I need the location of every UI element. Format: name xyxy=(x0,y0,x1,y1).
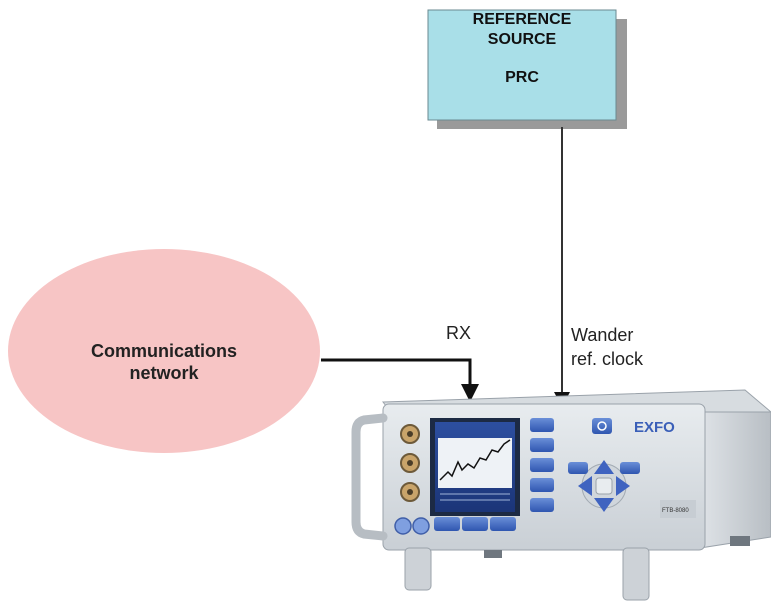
rx-connection-line xyxy=(321,358,472,385)
reference-line-1: REFERENCE xyxy=(472,11,572,28)
instrument-brand: EXFO xyxy=(634,419,675,436)
reference-source-label: REFERENCE SOURCE PRC xyxy=(428,10,616,88)
rx-label: RX xyxy=(446,323,472,343)
network-line-1: Communications xyxy=(90,341,237,361)
reference-line-2: SOURCE xyxy=(487,31,557,48)
communications-network-label: Communications network xyxy=(40,340,288,384)
rx-arrowhead xyxy=(461,384,479,402)
reference-line-3: PRC xyxy=(505,69,539,86)
communications-network-ellipse xyxy=(8,249,320,453)
wander-label: Wander xyxy=(571,325,634,345)
ref-clock-label: ref. clock xyxy=(571,349,644,369)
reference-source-box xyxy=(427,9,617,121)
test-instrument xyxy=(351,389,771,601)
instrument-model: FTB-8080 xyxy=(662,508,689,514)
network-line-2: network xyxy=(129,363,199,383)
